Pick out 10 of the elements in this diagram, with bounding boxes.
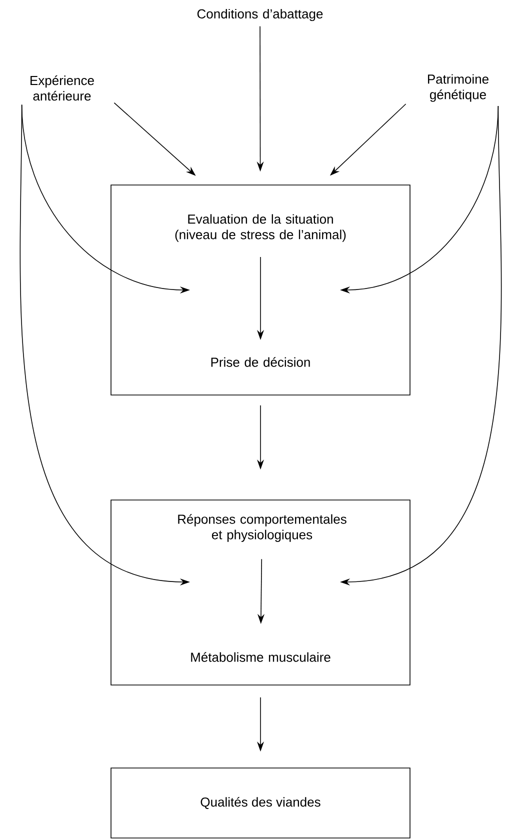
stage-box	[110, 184, 410, 396]
step-label: Evaluation de la situation (niveau de stress de l’animal)	[175, 214, 346, 242]
step-label: Réponses comportementales et physiologiques	[178, 514, 346, 542]
result-box: Qualités des viandes	[110, 768, 410, 838]
source-label: Expérience antérieure	[30, 75, 94, 101]
source-label: Patrimoine génétique	[428, 74, 488, 102]
step-label: Prise de décision	[211, 357, 310, 367]
stage-box	[110, 500, 410, 686]
source-label: Conditions d’abattage	[197, 8, 323, 22]
step-label: Métabolisme musculaire	[191, 652, 330, 662]
